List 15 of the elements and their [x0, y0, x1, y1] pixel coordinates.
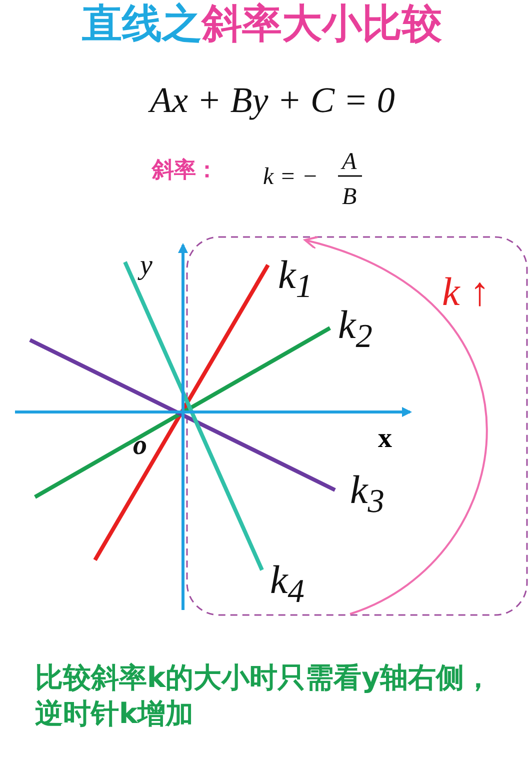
- origin-label: o: [133, 432, 147, 460]
- line-label: k$_{3}$: [350, 470, 384, 518]
- denominator: B: [342, 185, 357, 209]
- axis-label: y: [140, 252, 152, 280]
- line-label: k$_{4}$: [270, 560, 304, 608]
- axis-label: x: [378, 425, 392, 453]
- caption: 比较斜率k的大小时只需看y轴右侧，逆时针k增加: [35, 660, 493, 732]
- equation: Ax + By + C = 0: [150, 82, 395, 118]
- trend-label: k ↑: [442, 272, 490, 312]
- slope-label: 斜率：: [152, 160, 218, 182]
- line-label: k$_{1}$: [278, 255, 312, 304]
- title: 直线之斜率大小比较: [82, 4, 442, 44]
- equation: k = −: [263, 165, 318, 189]
- numerator: A: [342, 150, 357, 174]
- line-label: k$_{2}$: [338, 305, 372, 354]
